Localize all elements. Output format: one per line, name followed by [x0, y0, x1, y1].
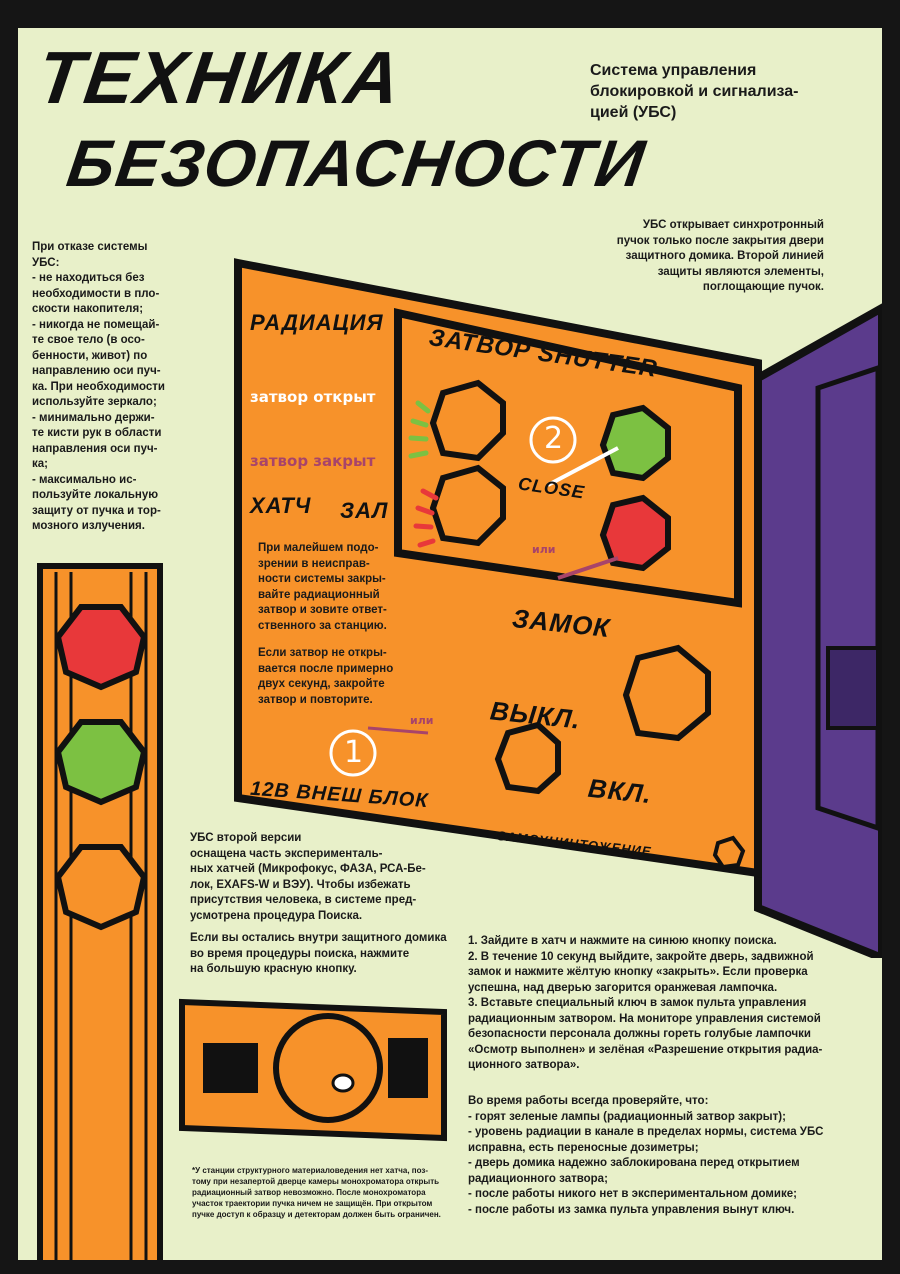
search-procedure-text: УБС второй версии оснащена часть экспери… — [190, 832, 426, 922]
footnote: *У станции структурного материаловедения… — [192, 1166, 441, 1219]
title-line2: БЕЗОПАСНОСТИ — [62, 126, 651, 200]
label-shutter-closed: затвор закрыт — [250, 452, 376, 470]
search-steps: 1. Зайдите в хатч и нажмите на синюю кно… — [468, 935, 823, 1071]
control-panel-illustration — [234, 258, 762, 878]
label-or-1: или — [532, 543, 556, 556]
poster: ТЕХНИКА БЕЗОПАСНОСТИ Система управления … — [18, 28, 882, 1260]
label-radiation: РАДИАЦИЯ — [250, 310, 384, 335]
operation-checklist: Во время работы всегда проверяйте, что: … — [468, 1095, 824, 1216]
failure-rules: При отказе системы УБС: - не находиться … — [32, 241, 165, 532]
label-or-2: или — [410, 714, 434, 727]
label-shutter-open: затвор открыт — [250, 388, 376, 406]
step-2-marker: 2 — [544, 421, 564, 456]
emergency-button-illustration — [179, 998, 447, 1142]
subtitle: Система управления блокировкой и сигнали… — [590, 62, 799, 121]
intro-text: УБС открывает синхротронный пучок только… — [616, 219, 824, 293]
search-emergency-text: Если вы остались внутри защитного домика… — [190, 932, 447, 975]
title-line1: ТЕХНИКА — [32, 36, 408, 119]
label-hutch: ХАТЧ — [250, 493, 312, 518]
panel-warning-1: При малейшем подо- зрении в неисправ- но… — [258, 542, 387, 632]
label-on: ВКЛ. — [586, 772, 654, 810]
step-1-marker: 1 — [344, 735, 364, 770]
signal-lamp-column-illustration — [37, 563, 163, 1260]
panel-warning-2: Если затвор не откры- вается после приме… — [258, 647, 394, 706]
label-hall: ЗАЛ — [340, 498, 389, 523]
